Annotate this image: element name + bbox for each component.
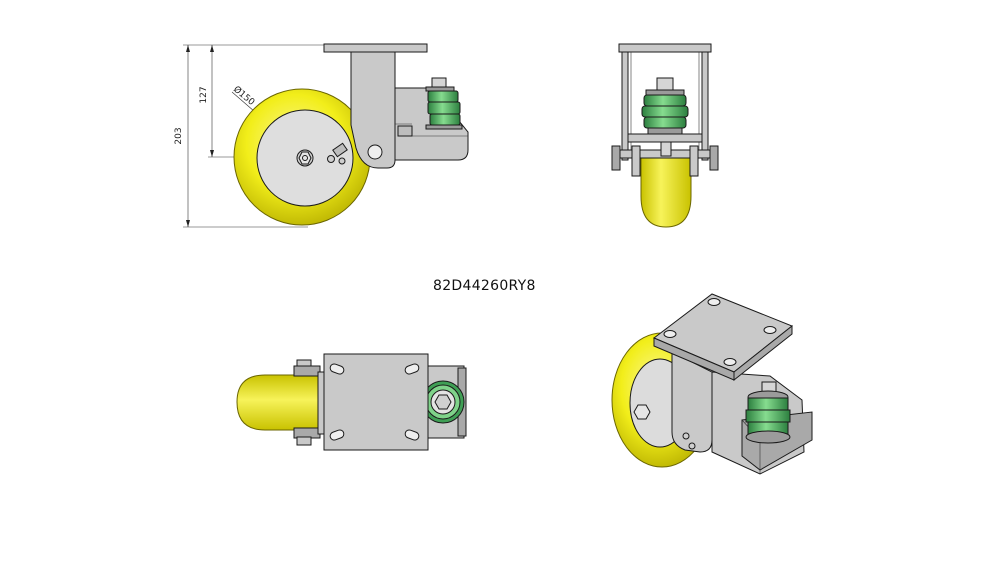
pivot-pin — [367, 144, 383, 160]
side-fork-arm — [350, 51, 396, 169]
iso-spring-stack — [745, 381, 791, 444]
front-fork-leg-right — [701, 51, 709, 161]
isometric-view — [611, 293, 813, 475]
front-spring-stack — [641, 77, 689, 157]
iso-mounting-holes — [663, 298, 777, 366]
front-fork-leg-left — [621, 51, 629, 161]
side-spring-stack — [425, 77, 463, 130]
top-view — [236, 353, 467, 451]
front-view — [611, 43, 719, 228]
part-number: 82D44260RY8 — [433, 278, 536, 294]
front-top-plate — [618, 43, 712, 53]
axle-ends — [293, 359, 325, 446]
overall-height-label: 203 — [174, 127, 184, 144]
mounting-slots — [329, 363, 420, 441]
top-wheel-tire — [236, 374, 319, 431]
grease-fitting — [327, 142, 348, 165]
side-view: 203 127 Ø150 — [174, 43, 469, 228]
axle-nut — [298, 151, 312, 165]
wheel-diameter-label: Ø150 — [231, 84, 257, 108]
axle-height-label: 127 — [199, 86, 209, 103]
side-top-plate — [323, 43, 428, 53]
front-wheel-tire — [640, 149, 692, 228]
